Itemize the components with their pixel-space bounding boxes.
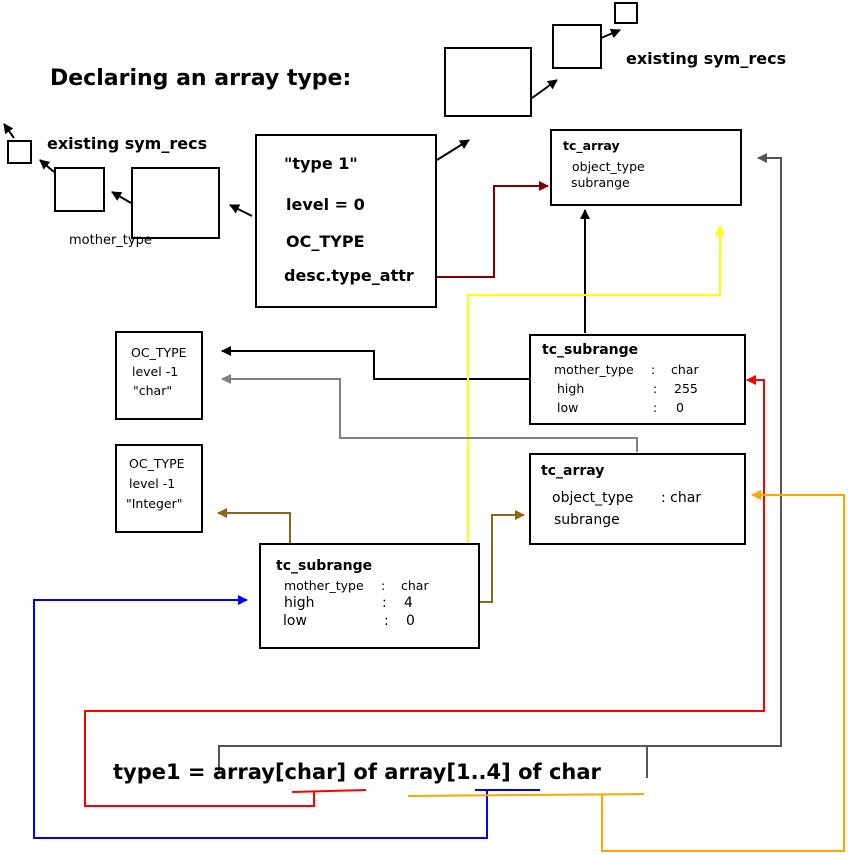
formula-part-char: char <box>284 760 337 784</box>
tc-subrange-char-mother-type: mother_type <box>554 362 634 377</box>
symrec-box-tiny-left <box>7 140 32 164</box>
arrow-tiny-to-corner-left <box>3 123 15 139</box>
formula-part-2: array[ <box>212 760 285 784</box>
tc-subrange-int-mother-val: char <box>401 578 429 593</box>
tc-subrange-int-low: low <box>283 613 307 629</box>
connector-brown-integer <box>217 508 291 543</box>
connector-desc-to-tc-array <box>437 181 549 278</box>
type1-desc: desc.type_attr <box>284 266 414 285</box>
tc-subrange-char-node: tc_subrange mother_type : char high : 25… <box>529 334 746 425</box>
type1-node: "type 1" level = 0 OC_TYPE desc.type_att… <box>255 134 437 308</box>
tc-array-inner-object-type: object_type <box>552 490 634 506</box>
symrec-box-small-left <box>54 167 105 212</box>
tc-subrange-char-high-val: 255 <box>674 381 698 396</box>
formula-part-6: ] of char <box>501 760 601 784</box>
tc-subrange-int-high-val: 4 <box>404 595 413 611</box>
oc-type-integer-name: "Integer" <box>126 496 183 511</box>
mother-type-label: mother_type <box>69 233 152 248</box>
type1-level: level = 0 <box>286 195 365 214</box>
tc-array-top-heading: tc_array <box>563 138 620 153</box>
type1-kind: OC_TYPE <box>286 232 365 251</box>
tc-subrange-char-heading: tc_subrange <box>542 342 639 358</box>
oc-type-integer-kind: OC_TYPE <box>129 456 185 471</box>
tc-subrange-char-mother-val: char <box>671 362 699 377</box>
tc-subrange-char-high: high <box>557 381 585 396</box>
tc-subrange-int-high: high <box>284 595 315 611</box>
symrec-box-mother-type <box>131 167 220 239</box>
tc-array-inner-heading: tc_array <box>541 463 605 479</box>
tc-subrange-int-high-sep: : <box>382 595 387 611</box>
oc-type-char-name: "char" <box>133 383 173 398</box>
tc-subrange-char-low: low <box>557 400 579 415</box>
tc-subrange-int-low-val: 0 <box>406 613 415 629</box>
underline-orange <box>407 793 645 797</box>
tc-subrange-int-heading: tc_subrange <box>276 558 373 574</box>
type-declaration-formula: type1 = array[char] of array[1..4] of ch… <box>113 760 601 784</box>
connector-yellow <box>467 225 725 543</box>
existing-symrecs-label-left: existing sym_recs <box>47 134 208 153</box>
arrow-type1-to-symrec-left <box>229 204 253 217</box>
oc-type-char-node: OC_TYPE level -1 "char" <box>115 331 203 420</box>
tc-array-top-subrange: subrange <box>571 175 630 190</box>
formula-part-1: type1 = <box>113 760 213 784</box>
formula-part-range: 1..4 <box>455 760 502 784</box>
connector-red <box>84 375 765 807</box>
oc-type-integer-node: OC_TYPE level -1 "Integer" <box>115 444 203 533</box>
diagram-title: Declaring an array type: <box>50 66 352 91</box>
arrow-small-to-tiny-left <box>39 159 55 173</box>
symrec-box-medium-top <box>552 24 602 69</box>
existing-symrecs-label-top: existing sym_recs <box>626 49 787 68</box>
tc-subrange-char-mother-sep: : <box>651 362 656 377</box>
tc-array-top-object-type: object_type <box>572 159 645 174</box>
tc-array-inner-object-type-val: : char <box>661 490 702 506</box>
connector-orange <box>601 490 845 852</box>
oc-type-integer-level: level -1 <box>129 476 176 491</box>
connector-blue <box>33 595 488 839</box>
tc-subrange-char-low-val: 0 <box>676 400 684 415</box>
type1-name: "type 1" <box>284 154 358 173</box>
tc-subrange-int-mother-type: mother_type <box>284 578 364 593</box>
tc-subrange-char-low-sep: : <box>653 400 658 415</box>
arrow-mid-to-small-left <box>111 191 132 204</box>
symrec-box-large-top <box>444 47 532 117</box>
connector-darkgray-bracket <box>218 153 782 773</box>
arrow-type1-to-symrec-top <box>436 139 470 161</box>
connector-gray <box>221 374 638 452</box>
tc-subrange-char-high-sep: : <box>653 381 658 396</box>
tc-array-inner-subrange: subrange <box>554 512 620 528</box>
oc-type-char-kind: OC_TYPE <box>131 345 187 360</box>
tc-subrange-int-mother-sep: : <box>381 578 386 593</box>
formula-part-4: ] of array[ <box>336 760 456 784</box>
tc-array-top-node: tc_array object_type subrange <box>550 129 742 206</box>
arrow-big-to-mid-top <box>531 79 558 99</box>
connector-brown-array <box>480 510 525 603</box>
tc-subrange-int-low-sep: : <box>384 613 389 629</box>
arrow-mid-to-tiny-top <box>600 28 621 39</box>
underline-char <box>291 789 367 793</box>
symrec-box-small-top <box>614 2 638 24</box>
connector-subrange-to-char <box>221 346 530 380</box>
tc-array-inner-node: tc_array object_type : char subrange <box>529 453 746 545</box>
oc-type-char-level: level -1 <box>132 364 179 379</box>
tc-subrange-int-node: tc_subrange mother_type : char high : 4 … <box>259 543 480 649</box>
